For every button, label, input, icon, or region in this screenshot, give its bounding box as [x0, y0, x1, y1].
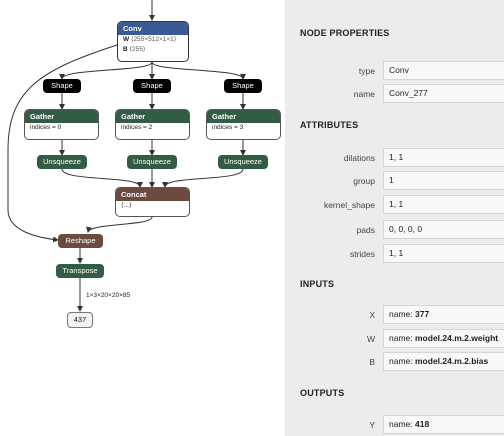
output-y-name: 418: [415, 419, 430, 429]
attr-label-group: group: [353, 176, 375, 186]
conv-b-dims: ⟨255⟩: [129, 46, 146, 53]
concat-node-title: Concat: [116, 188, 189, 201]
input-label-b: B: [369, 357, 375, 367]
graph-edges: [7, 0, 246, 312]
gather-node-2[interactable]: Gather indices = 2: [115, 109, 190, 140]
gather-node-3[interactable]: Gather indices = 3: [206, 109, 281, 140]
input-w-name: model.24.m.2.weight: [415, 333, 499, 343]
input-b-prefix: name:: [389, 356, 415, 366]
attr-value-strides[interactable]: 1, 1: [383, 244, 504, 263]
gather-node-1[interactable]: Gather indices = 0: [24, 109, 99, 140]
conv-bias-row: B ⟨255⟩: [118, 45, 188, 55]
name-label: name: [353, 89, 375, 99]
gather-node-1-attr: indices = 0: [30, 124, 62, 131]
graph-canvas[interactable]: Conv W ⟨255×512×1×1⟩ B ⟨255⟩ Shape Shape…: [0, 0, 285, 436]
node-properties-heading: NODE PROPERTIES: [300, 28, 390, 38]
unsqueeze-node-2[interactable]: Unsqueeze: [127, 155, 177, 169]
inputs-heading: INPUTS: [300, 279, 335, 289]
edge-conv-shape3: [151, 61, 246, 80]
concat-node[interactable]: Concat ⟨...⟩: [115, 187, 190, 217]
gather-node-2-attr: indices = 2: [121, 124, 153, 131]
attr-label-dilations: dilations: [343, 153, 375, 163]
attr-label-strides: strides: [349, 249, 375, 259]
conv-w-dims: ⟨255×512×1×1⟩: [130, 36, 177, 43]
output-label-y: Y: [369, 420, 375, 430]
edge-unsq1-concat: [61, 168, 143, 188]
attr-label-kernel-shape: kernel_shape: [323, 200, 375, 210]
input-label-x: X: [369, 310, 375, 320]
conv-weight-row: W ⟨255×512×1×1⟩: [118, 35, 188, 45]
transpose-output-shape-label: 1×3×20×20×85: [86, 292, 131, 299]
gather-node-2-title: Gather: [116, 110, 189, 123]
attr-value-kernel-shape[interactable]: 1, 1: [383, 195, 504, 214]
edge-conv-reshape: [7, 44, 118, 243]
name-value[interactable]: Conv_277: [383, 84, 504, 103]
input-x-name: 377: [415, 309, 430, 319]
gather-node-1-title: Gather: [25, 110, 98, 123]
shape-node-1[interactable]: Shape: [43, 79, 81, 93]
input-x-prefix: name:: [389, 309, 415, 319]
attr-value-pads[interactable]: 0, 0, 0, 0: [383, 220, 504, 239]
attr-value-dilations[interactable]: 1, 1: [383, 148, 504, 167]
output-node-437[interactable]: 437: [67, 312, 93, 328]
input-b-name: model.24.m.2.bias: [415, 356, 489, 366]
edge-conv-shape1: [59, 61, 153, 80]
conv-b-key: B: [123, 46, 128, 53]
unsqueeze-node-1[interactable]: Unsqueeze: [37, 155, 87, 169]
edge-unsq3-concat: [162, 168, 244, 188]
gather-node-3-attr: indices = 3: [212, 124, 244, 131]
conv-w-key: W: [123, 36, 130, 43]
type-value[interactable]: Conv: [383, 61, 504, 80]
output-value-y[interactable]: name: 418: [383, 415, 504, 434]
type-label: type: [358, 66, 375, 76]
input-value-w[interactable]: name: model.24.m.2.weight: [383, 329, 504, 348]
attr-label-pads: pads: [356, 225, 375, 235]
input-value-b[interactable]: name: model.24.m.2.bias: [383, 352, 504, 371]
output-y-prefix: name:: [389, 419, 415, 429]
attr-value-group[interactable]: 1: [383, 171, 504, 190]
conv-node-title: Conv: [118, 22, 188, 35]
shape-node-2[interactable]: Shape: [133, 79, 171, 93]
concat-node-row: ⟨...⟩: [121, 202, 132, 209]
attributes-heading: ATTRIBUTES: [300, 120, 359, 130]
conv-node[interactable]: Conv W ⟨255×512×1×1⟩ B ⟨255⟩: [117, 21, 189, 62]
transpose-node[interactable]: Transpose: [56, 264, 104, 278]
gather-node-3-title: Gather: [207, 110, 280, 123]
unsqueeze-node-3[interactable]: Unsqueeze: [218, 155, 268, 169]
reshape-node[interactable]: Reshape: [58, 234, 103, 248]
node-properties-panel: NODE PROPERTIES type Conv name Conv_277 …: [285, 0, 504, 436]
outputs-heading: OUTPUTS: [300, 388, 345, 398]
shape-node-3[interactable]: Shape: [224, 79, 262, 93]
input-w-prefix: name:: [389, 333, 415, 343]
edge-concat-reshape: [86, 216, 153, 233]
input-value-x[interactable]: name: 377: [383, 305, 504, 324]
input-label-w: W: [366, 334, 375, 344]
